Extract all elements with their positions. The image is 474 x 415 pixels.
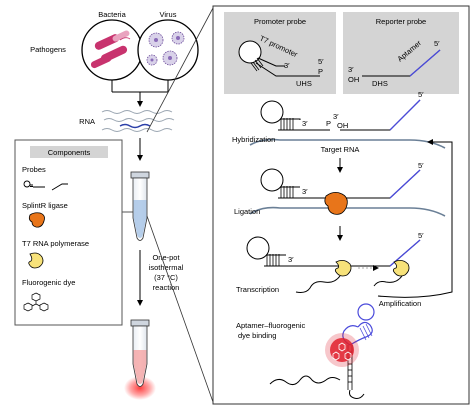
bacteria-label: Bacteria: [98, 10, 126, 19]
pathogens-label: Pathogens: [30, 45, 66, 54]
promoter-3prime: 3′: [284, 61, 290, 70]
reaction-line3: (37 °C): [154, 273, 178, 282]
ligation-label: Ligation: [234, 207, 260, 216]
lig-3prime: 3′: [302, 187, 308, 196]
promoter-uhs: UHS: [296, 79, 312, 88]
rna-label: RNA: [79, 117, 95, 126]
hyb-5prime: 5′: [418, 90, 424, 99]
reporter-probe-box: Reporter probe Aptamer 5′ 3′ OH DHS: [343, 12, 459, 94]
hyb-p: P: [326, 119, 331, 128]
virus-label: Virus: [160, 10, 177, 19]
transcription-step: 3′ 5′ Transcription: [236, 231, 424, 294]
amplification-loop: [377, 139, 453, 298]
transcription-label: Transcription: [236, 285, 279, 294]
hyb-oh: OH: [337, 121, 348, 130]
reaction-line1: One-pot: [152, 253, 180, 262]
target-rna-label: Target RNA: [321, 145, 360, 154]
rna-squiggles: [101, 110, 175, 132]
reporter-oh: OH: [348, 75, 359, 84]
aptamer-dye-complex: [269, 303, 375, 399]
fluorogenic-dye-icon: [23, 292, 49, 312]
reaction-line4: reaction: [153, 283, 180, 292]
tube-reaction: [130, 171, 150, 241]
hyb-3prime-left: 3′: [302, 119, 308, 128]
zoom-lines: [146, 7, 214, 403]
tx-5prime: 5′: [418, 231, 424, 240]
promoter-5prime: 5′: [318, 57, 324, 66]
amplification-label: Amplification: [379, 299, 422, 308]
binding-line1: Aptamer–fluorogenic: [236, 321, 305, 330]
promoter-probe-title: Promoter probe: [254, 17, 306, 26]
ligase-label: SplintR ligase: [22, 201, 68, 210]
polymerase-icon: [28, 252, 44, 269]
components-box: Components Probes SplintR ligase T7 RNA …: [14, 139, 123, 326]
reporter-5prime: 5′: [434, 39, 440, 48]
binding-line2: dye binding: [238, 331, 276, 340]
merge-connector: [111, 80, 169, 107]
tube-glowing: [124, 319, 156, 400]
lig-5prime: 5′: [418, 161, 424, 170]
reporter-3prime: 3′: [348, 65, 354, 74]
bacteria-circle: [81, 19, 143, 81]
promoter-p: P: [318, 67, 323, 76]
polymerase-label: T7 RNA polymerase: [22, 239, 89, 248]
ligation-step: 3′ 5′ Ligation: [234, 161, 446, 217]
hyb-3prime-right: 3′: [333, 112, 339, 121]
hybridization-label: Hybridization: [232, 135, 275, 144]
virus-circle: [137, 19, 199, 81]
dye-label: Fluorogenic dye: [22, 278, 75, 287]
reporter-dhs: DHS: [372, 79, 388, 88]
ligase-icon: [28, 212, 45, 228]
probes-label: Probes: [22, 165, 46, 174]
reporter-probe-title: Reporter probe: [376, 17, 426, 26]
tx-3prime: 3′: [288, 255, 294, 264]
probes-icon: [23, 180, 68, 191]
hybridization-step: 3′ P 3′ OH 5′ Hybridization Target RNA: [232, 90, 446, 154]
components-title: Components: [48, 148, 91, 157]
promoter-probe-box: Promoter probe T7 promoter 3′ 5′ P UHS: [224, 12, 336, 94]
reaction-line2: isothermal: [149, 263, 184, 272]
